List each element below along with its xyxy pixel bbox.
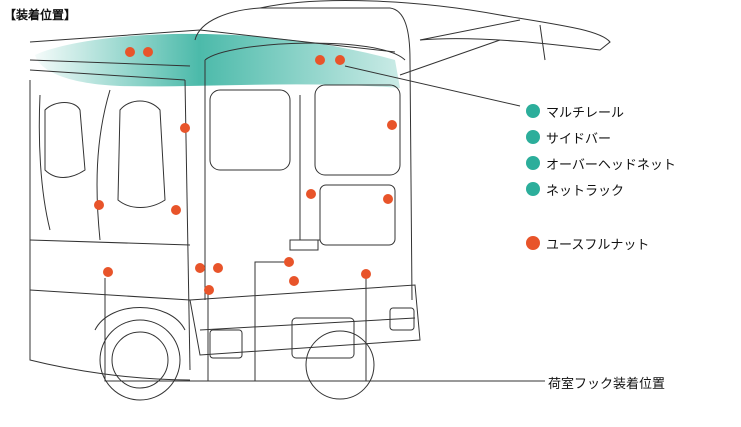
legend-item-overhead-net: オーバーヘッドネット (526, 150, 676, 176)
nut-dot (94, 200, 104, 210)
nut-dot (387, 120, 397, 130)
legend-label: ユースフルナット (546, 237, 650, 253)
nut-dot (180, 123, 190, 133)
nut-dot (284, 257, 294, 267)
teal-dot-icon (526, 130, 540, 144)
legend-label: オーバーヘッドネット (546, 157, 676, 173)
legend-item-useful-nut: ユースフルナット (526, 230, 676, 256)
legend-item-multi-rail: マルチレール (526, 98, 676, 124)
nut-dot (335, 55, 345, 65)
section-title: 【装着位置】 (4, 8, 77, 22)
roof-rail-highlight (35, 33, 400, 88)
legend-label: マルチレール (546, 105, 625, 121)
legend-label: ネットラック (546, 183, 625, 199)
teal-dot-icon (526, 156, 540, 170)
nut-dot (204, 285, 214, 295)
teal-dot-icon (526, 182, 540, 196)
legend-item-side-bar: サイドバー (526, 124, 676, 150)
nut-dot (103, 267, 113, 277)
legend-label: サイドバー (546, 131, 612, 147)
nut-dot (306, 189, 316, 199)
orange-dot-icon (526, 236, 540, 250)
nut-dot (143, 47, 153, 57)
nut-dot (195, 263, 205, 273)
cargo-hook-label: 荷室フック装着位置 (548, 377, 666, 392)
legend-item-net-rack: ネットラック (526, 176, 676, 202)
nut-dot (171, 205, 181, 215)
nut-dot (125, 47, 135, 57)
nut-dot (361, 269, 371, 279)
nut-dot (383, 194, 393, 204)
nut-dot (289, 276, 299, 286)
teal-dot-icon (526, 104, 540, 118)
nut-dot (213, 263, 223, 273)
nut-dot (315, 55, 325, 65)
legend: マルチレール サイドバー オーバーヘッドネット ネットラック ユースフルナット (526, 98, 676, 256)
